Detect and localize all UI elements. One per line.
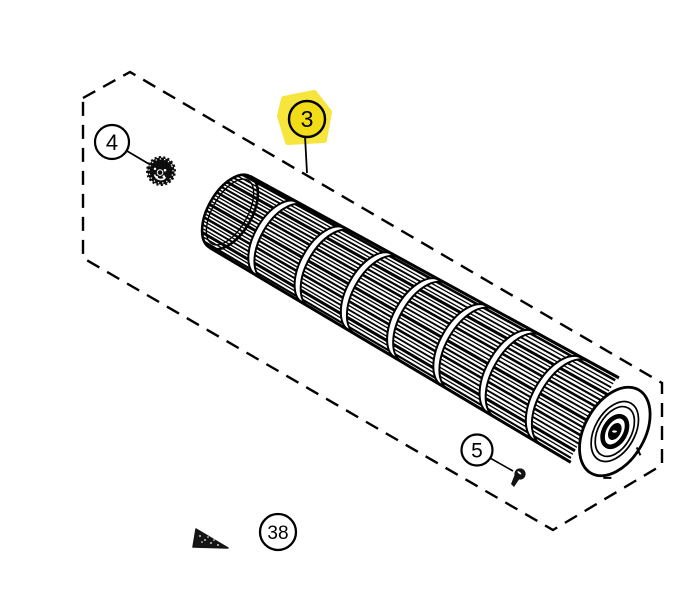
callout-4-leader [126,150,150,165]
nut-illustration [146,156,176,186]
callout-5-leader [489,457,514,472]
callout-4-label: 4 [106,130,118,155]
callout-38-label: 38 [267,523,288,544]
callout-5[interactable]: 5 [460,433,514,472]
wheel-end-cap [578,385,652,479]
callout-4[interactable]: 4 [93,123,150,165]
callout-3-leader [304,135,308,174]
callout-3-circle[interactable] [287,99,327,139]
blower-wheel-illustration [200,173,652,479]
callout-38[interactable]: 38 [258,512,298,552]
screw-illustration [511,468,526,487]
wedge-part-illustration [192,528,229,549]
wheel-left-rim-inner [205,178,255,246]
callout-3[interactable]: 3 [277,90,332,174]
callout-3-label: 3 [301,106,314,132]
callout-5-label: 5 [471,440,483,463]
wheel-silhouette-bottom [208,246,572,464]
dashed-boundary-outline [81,70,664,532]
wheel-silhouette-top [249,175,620,380]
callout-4-circle[interactable] [93,123,131,161]
callout-5-circle[interactable] [460,433,494,467]
callout-38-circle[interactable] [258,512,298,552]
